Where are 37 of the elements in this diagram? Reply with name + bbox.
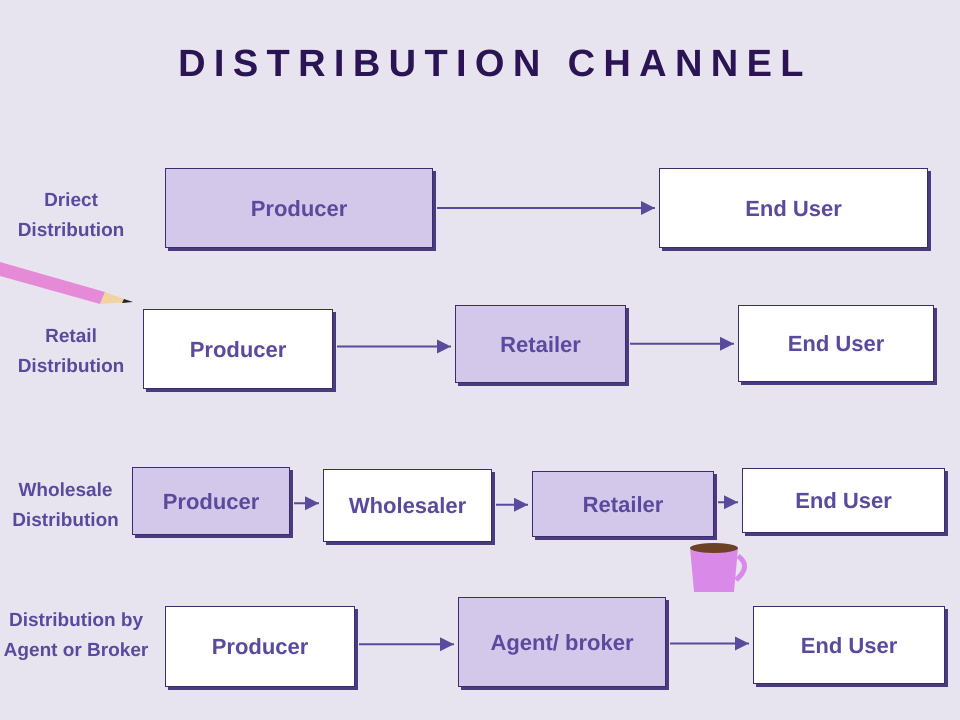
channel-box [132,467,290,535]
box-text: End User [745,194,842,222]
row-label: Retail Distribution [16,325,126,379]
box-text: Retailer [500,330,581,358]
box-text: Producer [212,633,308,661]
box-text: Wholesaler [348,492,466,520]
channel-box [455,305,626,383]
box-text: End User [800,632,898,660]
row-label: Distribution by Agent or Broker [2,609,150,663]
box-text: Retailer [582,490,664,518]
box-text: Producer [250,194,348,222]
channel-box [458,597,666,687]
arrow [718,495,738,510]
row-label: Wholesale Distribution [11,479,120,533]
channel-box [738,305,934,382]
arrow [437,201,655,215]
arrow [294,496,319,510]
arrow [496,498,528,512]
box-text: Agent/ broker [490,628,634,657]
box-text: Producer [190,336,286,364]
title: DISTRIBUTION CHANNEL [177,42,813,87]
row-label: Driect Distribution [16,189,126,243]
channel-box [753,606,945,684]
arrow [337,340,451,354]
arrow [630,336,734,351]
box-text: Producer [162,488,260,516]
channel-box [165,168,433,248]
arrow [359,637,454,652]
arrow [670,636,749,650]
channel-box [659,168,928,248]
channel-box [742,468,945,533]
box-text: End User [795,487,892,515]
channel-box [143,309,333,389]
channel-box [323,469,492,542]
channel-box [165,606,355,687]
channel-box [532,471,714,537]
box-text: End User [788,330,884,358]
